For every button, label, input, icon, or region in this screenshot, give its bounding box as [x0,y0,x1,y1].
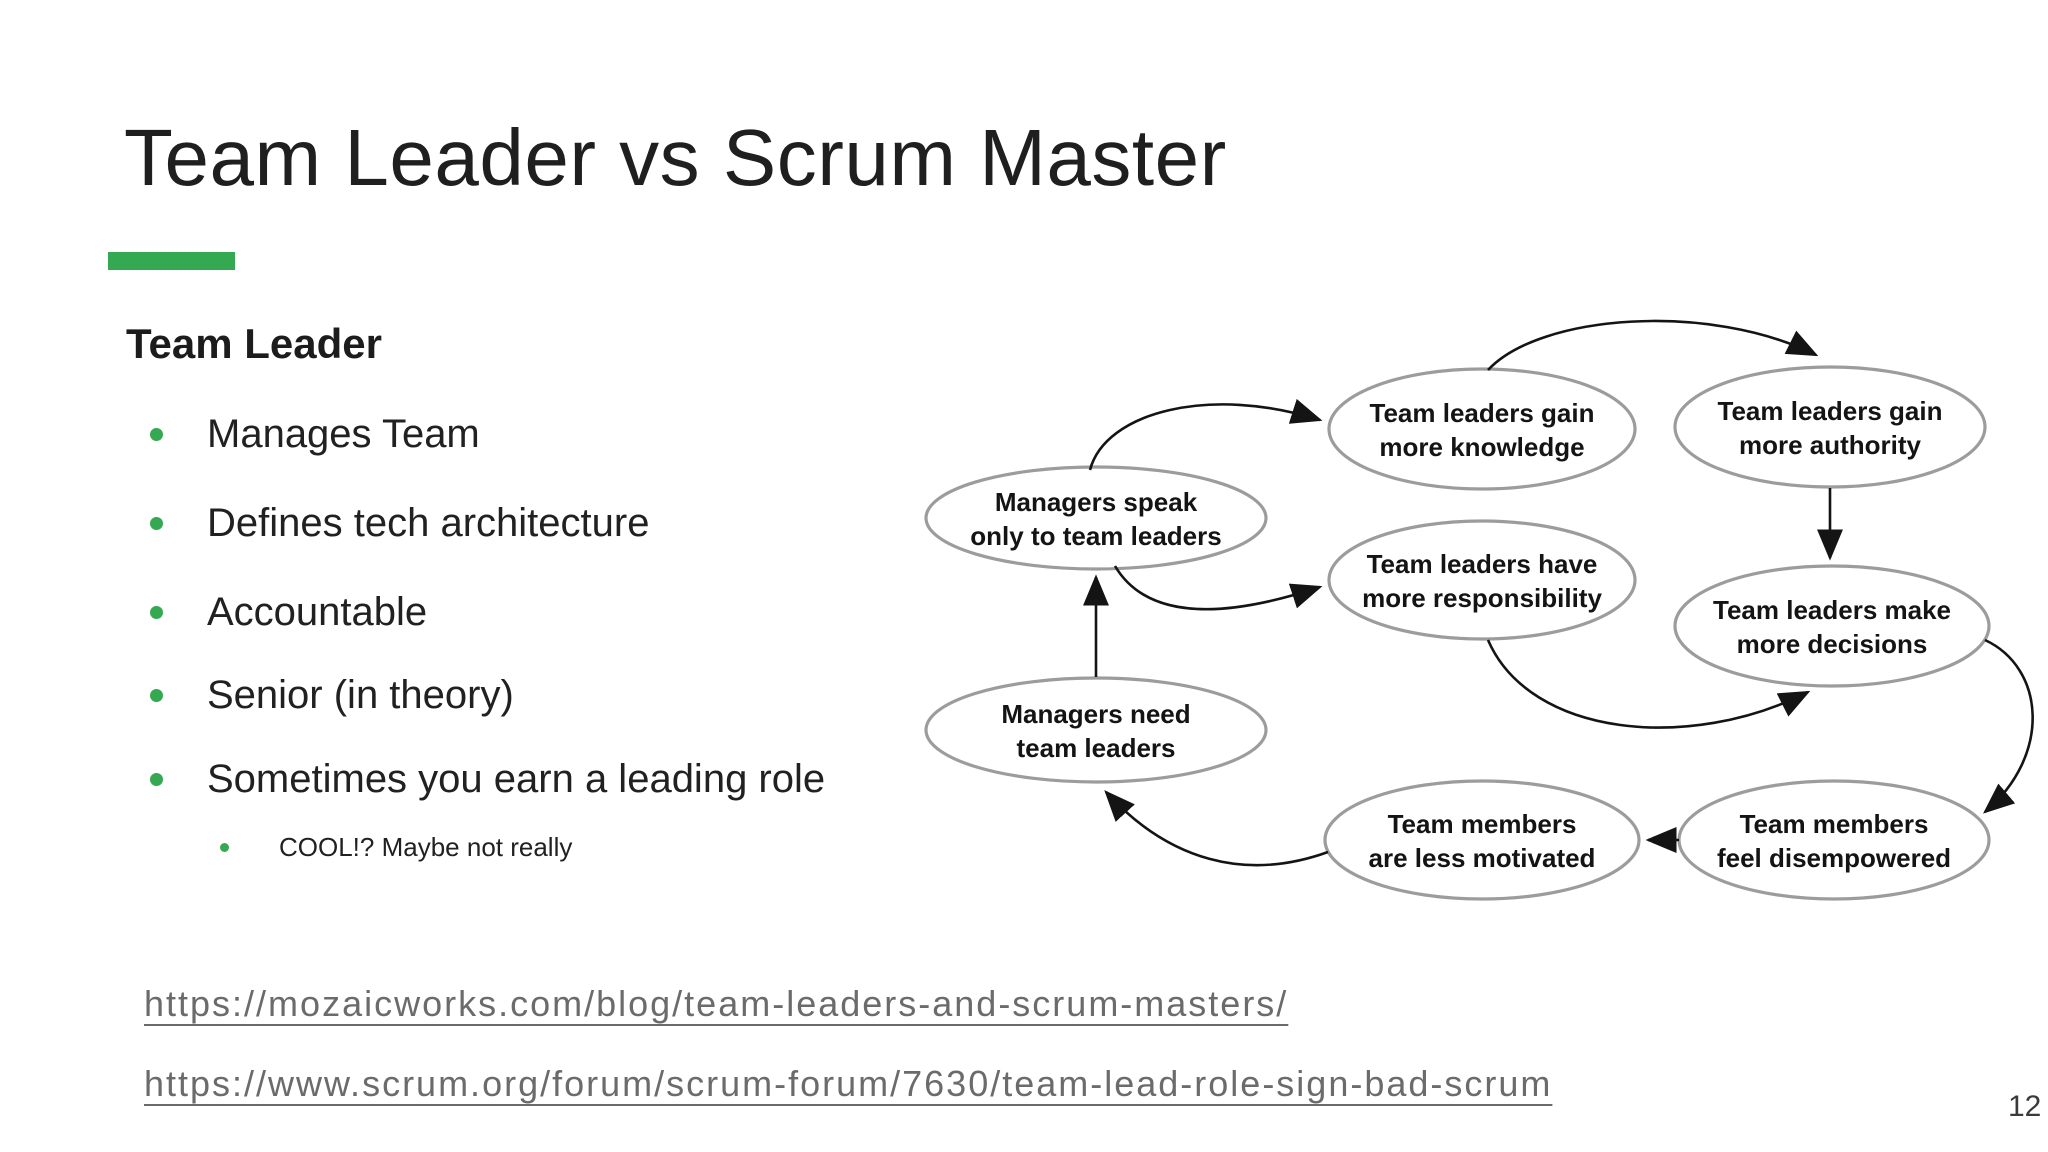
bullet-dot-icon [150,689,163,702]
sub-bullet-text: COOL!? Maybe not really [279,832,573,862]
diagram-node-managers-speak: Managers speak only to team leaders [924,465,1268,571]
slide-title: Team Leader vs Scrum Master [124,113,1227,202]
diagram-node-label: are less motivated [1369,843,1596,873]
sub-bullet-item: COOL!? Maybe not really [220,832,572,862]
diagram-node-label: more authority [1739,430,1922,460]
bullet-item: Defines tech architecture [150,499,649,547]
bullet-text: Manages Team [207,412,480,456]
bullet-dot-icon [150,773,163,786]
diagram-node-gain-knowledge: Team leaders gain more knowledge [1327,367,1637,491]
diagram-node-label: more decisions [1737,629,1928,659]
bullet-item: Accountable [150,588,427,636]
diagram-node-label: only to team leaders [970,521,1221,551]
diagram-node-label: Managers speak [995,487,1198,517]
diagram-arrow-decisions-to-disempowered [1983,638,2034,814]
diagram-node-label: team leaders [1017,733,1176,763]
diagram-arrow-knowledge-to-authority [1487,319,1819,371]
diagram-node-label: Managers need [1001,699,1190,729]
accent-bar [108,252,235,270]
diagram-node-more-decisions: Team leaders make more decisions [1673,564,1991,688]
bullet-item: Sometimes you earn a leading role [150,755,825,803]
link-mozaicworks-blog[interactable]: https://mozaicworks.com/blog/team-leader… [144,983,1289,1024]
bullet-text: Sometimes you earn a leading role [207,757,826,801]
diagram-arrow-speak-to-responsibility [1113,565,1323,611]
page-number: 12 [2008,1090,2042,1123]
diagram-arrow-responsibility-to-decisions [1486,639,1811,729]
diagram-node-more-responsibility: Team leaders have more responsibility [1327,519,1637,641]
bullet-text: Defines tech architecture [207,501,650,545]
diagram-node-feel-disempowered: Team members feel disempowered [1677,779,1991,901]
diagram-node-label: more responsibility [1362,583,1602,613]
diagram-node-label: Team members [1388,809,1577,839]
bullet-text: Senior (in theory) [207,673,514,717]
diagram-node-label: feel disempowered [1717,843,1951,873]
diagram-node-managers-need: Managers need team leaders [924,676,1268,784]
sub-bullet-dot-icon [220,843,229,852]
diagram-node-gain-authority: Team leaders gain more authority [1673,365,1987,489]
diagram-node-label: Team leaders have [1367,549,1598,579]
diagram-arrow-speak-to-knowledge [1088,398,1323,471]
diagram-node-label: Team leaders gain [1370,398,1595,428]
diagram-node-less-motivated: Team members are less motivated [1323,779,1641,901]
bullet-dot-icon [150,517,163,530]
diagram-node-label: more knowledge [1379,432,1584,462]
bullet-item: Manages Team [150,410,480,458]
diagram-node-label: Team leaders make [1713,595,1951,625]
diagram-node-label: Team members [1740,809,1929,839]
link-scrum-org-forum[interactable]: https://www.scrum.org/forum/scrum-forum/… [144,1063,1553,1104]
diagram-arrow-motivated-to-need [1104,790,1329,867]
bullet-dot-icon [150,606,163,619]
bullet-dot-icon [150,428,163,441]
diagram-node-label: Team leaders gain [1718,396,1943,426]
bullet-item: Senior (in theory) [150,671,514,719]
section-heading: Team Leader [126,320,382,367]
bullet-text: Accountable [207,590,428,634]
